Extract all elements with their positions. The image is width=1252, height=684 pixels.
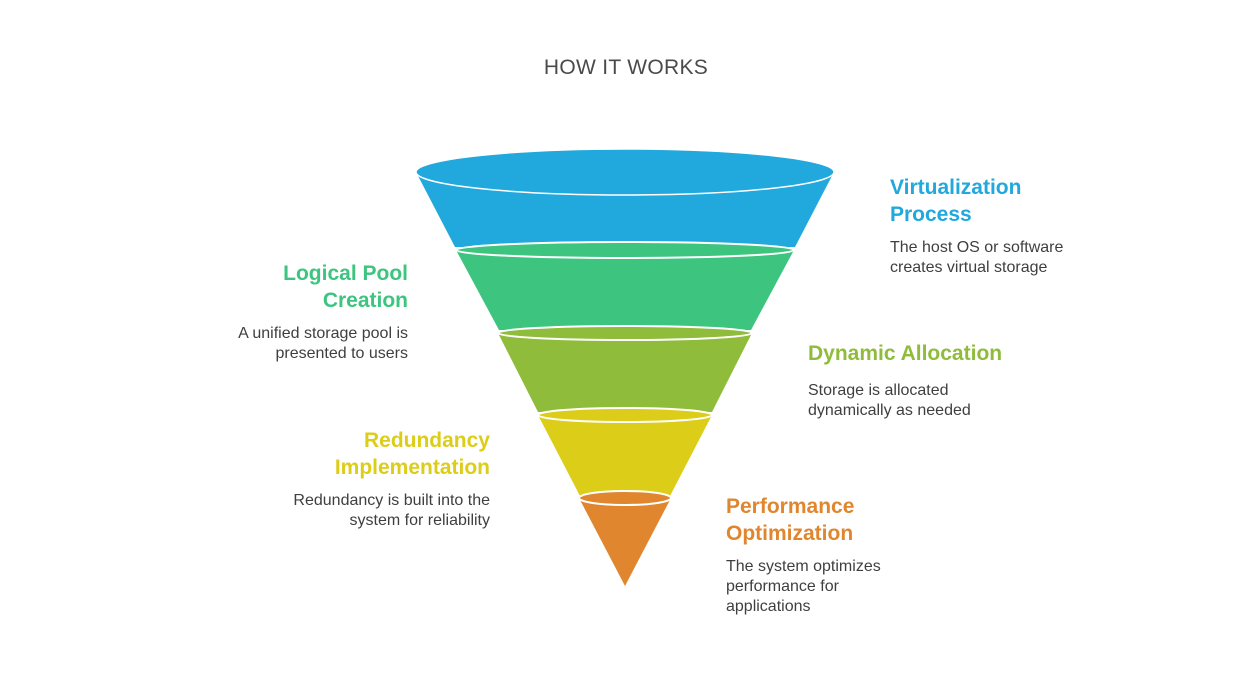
diagram-title: HOW IT WORKS	[543, 56, 709, 79]
stage-heading-line: Dynamic Allocation	[808, 342, 1003, 365]
funnel-band-redundancy	[538, 415, 712, 496]
stage-heading-line: Optimization	[726, 522, 854, 545]
stage-description-line: The system optimizes	[726, 558, 881, 575]
stage-heading-line: Virtualization	[890, 176, 1022, 199]
stage-description-line: presented to users	[275, 345, 408, 362]
stage-description-line: A unified storage pool is	[238, 325, 408, 342]
funnel-band-dynamic-allocation	[498, 333, 752, 412]
funnel-band-performance	[579, 498, 671, 586]
funnel-rim-dynamic-allocation	[497, 325, 753, 341]
stage-description-line: system for reliability	[349, 512, 490, 529]
stage-description-line: Storage is allocated	[808, 382, 949, 399]
funnel-band-logical-pool	[456, 250, 794, 330]
funnel-segment-virtualization	[415, 148, 835, 247]
stage-description-line: applications	[726, 598, 811, 615]
stage-performance: Performance Optimization The system opti…	[726, 493, 1026, 617]
funnel-segment-dynamic-allocation	[497, 325, 753, 412]
stage-heading-line: Logical Pool	[283, 262, 408, 285]
stage-redundancy: Redundancy Implementation Redundancy is …	[200, 427, 490, 531]
stage-virtualization: Virtualization Process The host OS or so…	[890, 174, 1190, 278]
stage-heading-line: Redundancy	[363, 429, 490, 452]
stage-dynamic-allocation: Dynamic Allocation Storage is allocated …	[808, 340, 1128, 421]
stage-description: The system optimizes performance for app…	[726, 557, 1026, 617]
stage-description-line: Redundancy is built into the	[293, 492, 490, 509]
stage-heading: Logical Pool Creation	[150, 260, 408, 314]
stage-heading: Redundancy Implementation	[200, 427, 490, 481]
stage-description: The host OS or software creates virtual …	[890, 238, 1190, 278]
stage-description-line: creates virtual storage	[890, 259, 1048, 276]
stage-description: A unified storage pool is presented to u…	[150, 324, 408, 364]
stage-description: Storage is allocated dynamically as need…	[808, 381, 1128, 421]
funnel-rim-performance	[578, 490, 672, 506]
stage-logical-pool: Logical Pool Creation A unified storage …	[150, 260, 408, 364]
funnel-segment-performance	[578, 490, 672, 586]
funnel-rim-redundancy	[537, 407, 713, 423]
stage-heading-line: Creation	[322, 289, 408, 312]
stage-description-line: performance for	[726, 578, 839, 595]
funnel-rim-virtualization	[415, 148, 835, 196]
stage-heading: Performance Optimization	[726, 493, 1026, 547]
stage-heading-line: Process	[890, 203, 972, 226]
funnel-rim-logical-pool	[455, 241, 795, 259]
stage-heading: Virtualization Process	[890, 174, 1190, 228]
stage-description-line: dynamically as needed	[808, 402, 971, 419]
funnel-segment-redundancy	[537, 407, 713, 496]
stage-heading-line: Implementation	[334, 456, 490, 479]
funnel-segment-logical-pool	[455, 241, 795, 330]
stage-heading-line: Performance	[726, 495, 855, 518]
stage-description: Redundancy is built into the system for …	[200, 491, 490, 531]
stage-heading: Dynamic Allocation	[808, 340, 1128, 367]
stage-description-line: The host OS or software	[890, 239, 1064, 256]
